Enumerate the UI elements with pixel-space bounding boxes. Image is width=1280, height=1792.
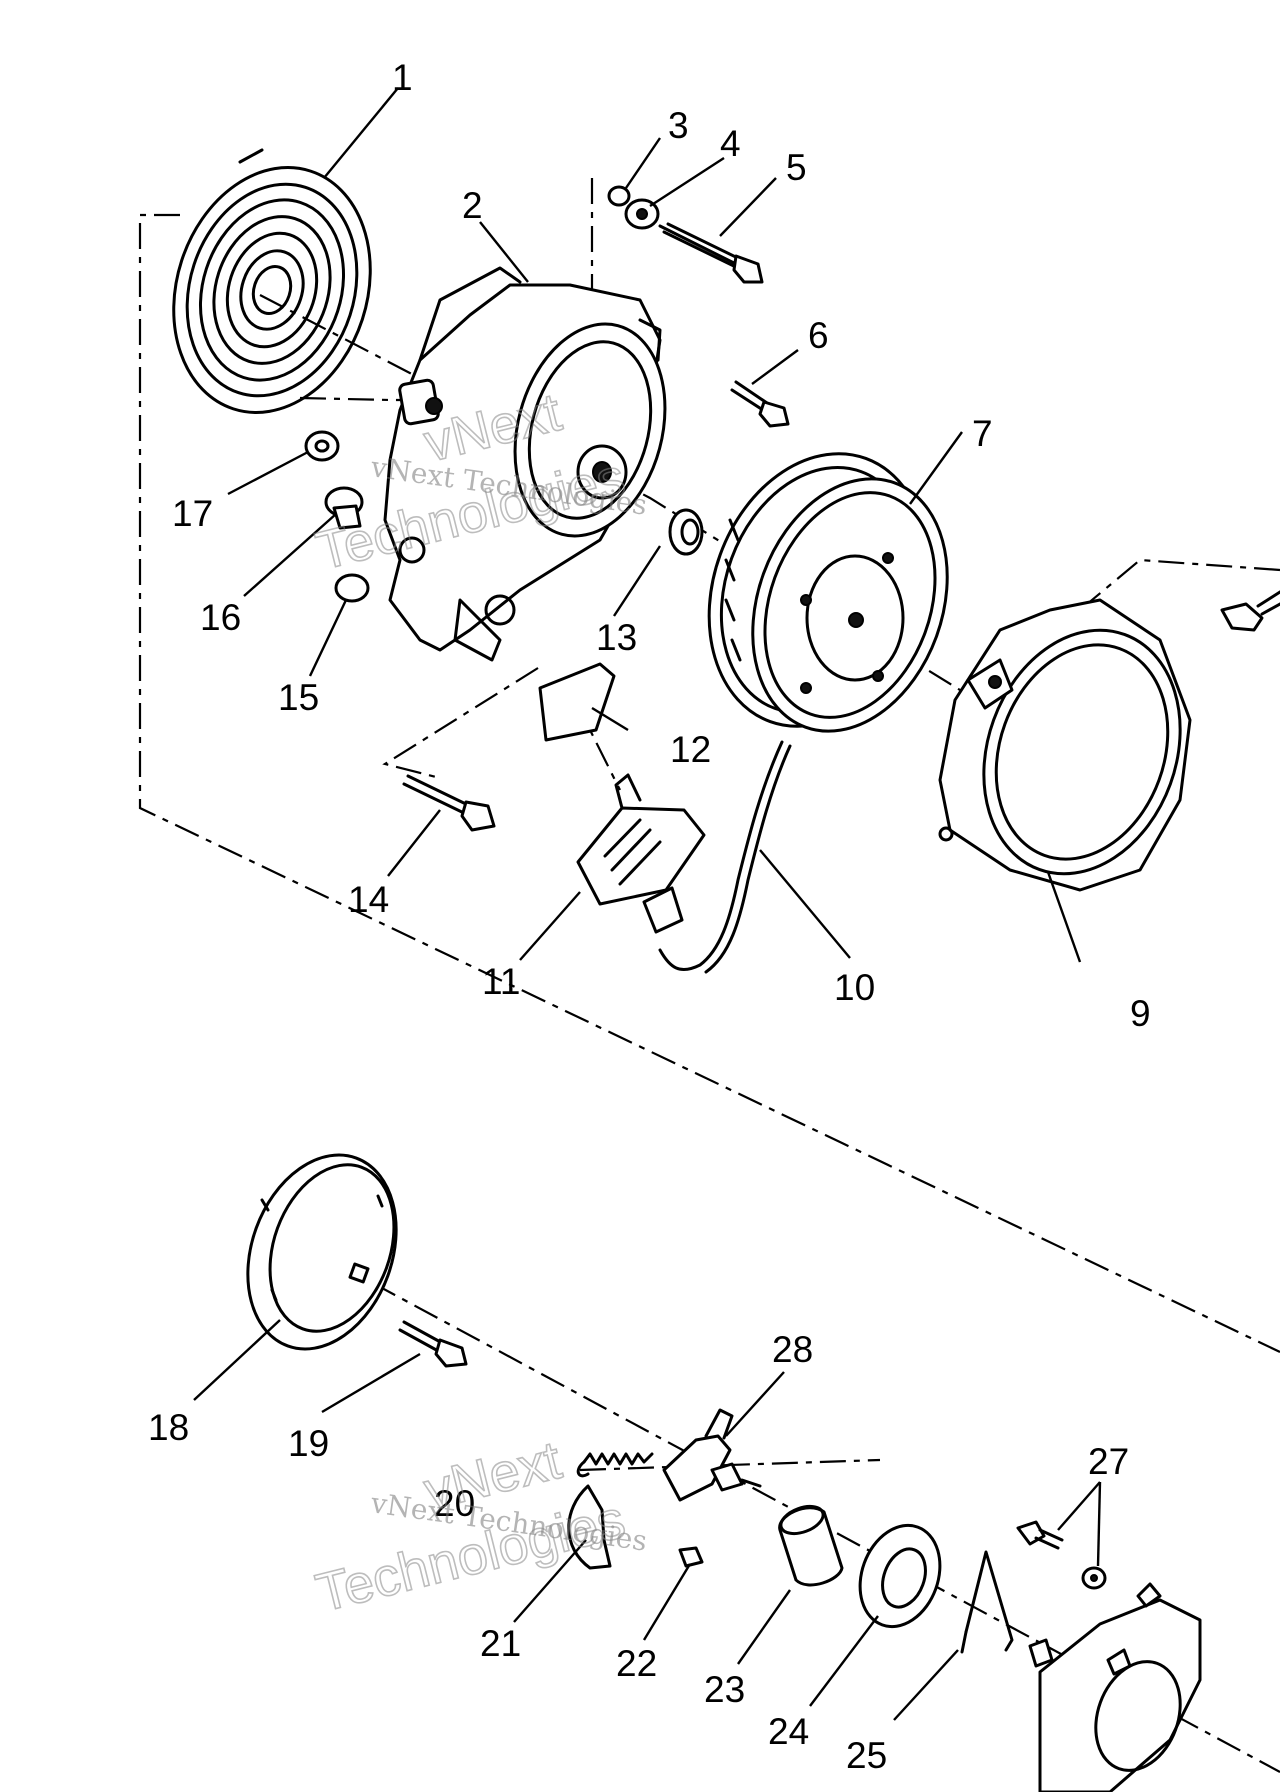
callout-25: 25	[846, 1735, 887, 1776]
recoil-spring	[172, 148, 372, 414]
grommet-16	[324, 486, 364, 530]
assembly-boundary-lines	[138, 178, 1280, 1773]
starter-housing	[383, 266, 667, 662]
callout-28: 28	[772, 1329, 813, 1370]
callout-11: 11	[482, 961, 520, 1002]
callout-7: 7	[972, 413, 993, 454]
nut-3	[607, 185, 631, 207]
cup-18	[246, 1153, 398, 1351]
callout-27: 27	[1088, 1441, 1129, 1482]
screw-27	[1016, 1520, 1064, 1550]
long-bolt-14	[402, 774, 496, 832]
callout-18: 18	[148, 1407, 189, 1448]
washer-27	[1081, 1566, 1107, 1590]
washer-17	[304, 430, 340, 462]
callout-1: 1	[392, 57, 413, 98]
callout-22: 22	[616, 1643, 657, 1684]
ratchet-bracket-28	[662, 1408, 762, 1502]
starter-rope-10	[658, 740, 792, 974]
callout-16: 16	[200, 597, 241, 638]
callout-14: 14	[348, 879, 389, 920]
bushing-23	[778, 1504, 844, 1587]
callout-13: 13	[596, 617, 637, 658]
callout-19: 19	[288, 1423, 329, 1464]
callout-5: 5	[786, 147, 807, 188]
pin-22	[678, 1546, 704, 1568]
callout-6: 6	[808, 315, 829, 356]
callout-23: 23	[704, 1669, 745, 1710]
rope-pulley-7	[707, 452, 949, 733]
mounting-plate	[1028, 1582, 1202, 1792]
callout-4: 4	[720, 123, 741, 164]
callout-12: 12	[670, 729, 711, 770]
callout-21: 21	[480, 1623, 521, 1664]
cover-bolt	[1220, 590, 1280, 632]
bolt-nut-washer-set	[607, 185, 764, 284]
wire-spring-25	[960, 1550, 1014, 1654]
bolt-5	[658, 222, 764, 284]
cap-screw-6	[730, 380, 790, 428]
starter-cover-9	[938, 598, 1192, 892]
screw-19	[398, 1320, 468, 1368]
spacer-15	[334, 573, 370, 603]
callout-17: 17	[172, 493, 213, 534]
callout-numbers: 1 2 3 4 5 6 7 9 10 11 12 13 14 15 16 17 …	[148, 57, 1151, 1776]
callout-24: 24	[768, 1711, 809, 1752]
callout-9: 9	[1130, 993, 1151, 1034]
washer-24	[858, 1523, 942, 1629]
starter-handle-11	[576, 773, 706, 934]
callout-15: 15	[278, 677, 319, 718]
decal-12	[538, 662, 616, 742]
callout-20: 20	[434, 1483, 475, 1524]
callout-10: 10	[834, 967, 875, 1008]
spring-20	[576, 1452, 654, 1478]
callout-2: 2	[462, 185, 483, 226]
leader-lines	[193, 87, 1102, 1721]
callout-3: 3	[668, 105, 689, 146]
seal-13	[668, 508, 704, 556]
